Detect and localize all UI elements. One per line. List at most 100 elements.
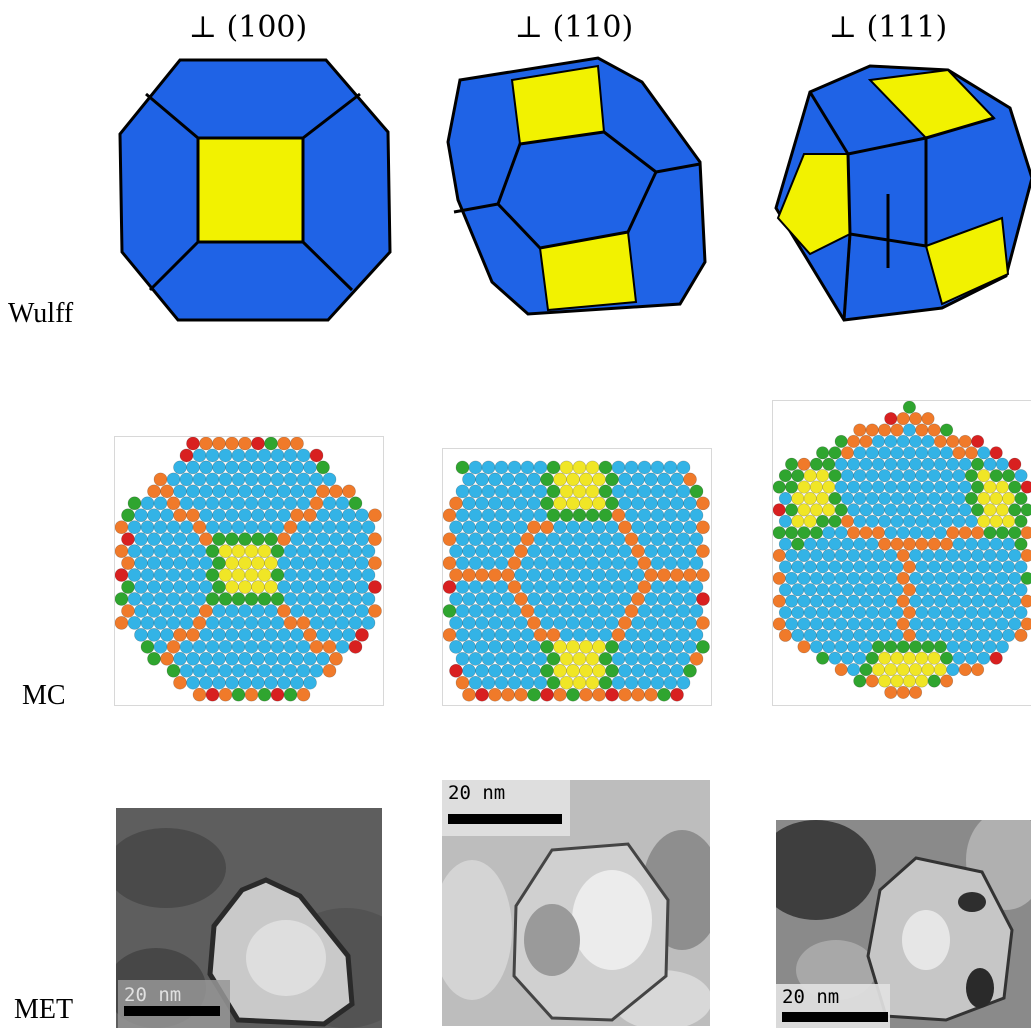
atom <box>834 663 848 677</box>
atom <box>115 616 129 630</box>
atom <box>657 568 671 582</box>
atom <box>1008 480 1022 494</box>
atom <box>443 532 457 547</box>
atom <box>816 537 830 551</box>
atom <box>238 532 252 546</box>
atom <box>773 549 786 563</box>
atom <box>205 663 220 678</box>
atom <box>225 675 239 690</box>
atom <box>933 526 947 540</box>
atom <box>1008 617 1022 631</box>
atom <box>915 514 929 528</box>
atom <box>238 628 252 642</box>
atom <box>303 580 317 594</box>
atom <box>277 532 291 546</box>
atom <box>166 496 181 511</box>
atom <box>871 663 885 677</box>
atom <box>921 412 935 426</box>
atom <box>468 484 483 499</box>
atom <box>468 580 483 594</box>
atom <box>921 549 935 563</box>
atom <box>670 616 684 630</box>
atom <box>153 592 168 606</box>
atom <box>572 628 587 642</box>
atom <box>546 580 561 594</box>
atom <box>257 687 272 702</box>
atom <box>871 434 885 448</box>
atom <box>605 640 619 654</box>
atom <box>840 560 854 574</box>
atom <box>283 448 298 463</box>
atom <box>958 457 972 471</box>
atom <box>1002 606 1016 620</box>
atom <box>488 568 502 582</box>
atom <box>859 434 873 448</box>
atom <box>329 651 343 666</box>
atom <box>475 592 489 606</box>
atom <box>225 508 239 523</box>
atom <box>663 556 678 570</box>
tem-image-111: 20 nm <box>776 820 1031 1028</box>
atom <box>585 484 600 499</box>
atom <box>140 520 155 535</box>
atom <box>989 537 1003 551</box>
atom <box>840 514 854 528</box>
atom <box>115 568 129 582</box>
atom <box>257 640 272 654</box>
atom <box>199 675 213 690</box>
atom <box>773 503 786 517</box>
atom <box>592 520 606 535</box>
atom <box>309 616 324 630</box>
atom <box>853 628 867 642</box>
atom <box>670 568 684 582</box>
atom <box>494 604 509 618</box>
atom <box>238 651 252 666</box>
atom <box>579 544 593 558</box>
atom <box>834 617 848 631</box>
atom <box>977 491 991 505</box>
atom <box>650 556 665 570</box>
atom <box>316 460 330 475</box>
atom <box>859 640 873 654</box>
atom <box>121 532 135 546</box>
atom <box>611 628 626 642</box>
atom <box>598 628 613 642</box>
atom <box>368 508 382 523</box>
atom <box>650 675 665 690</box>
atom <box>676 580 691 594</box>
atom <box>890 674 904 688</box>
atom <box>514 472 528 487</box>
atom <box>683 616 697 630</box>
atom <box>251 484 265 499</box>
atom <box>348 520 363 535</box>
atom <box>166 640 181 654</box>
atom <box>153 616 168 630</box>
atom <box>455 532 470 547</box>
atom <box>958 571 972 585</box>
atom <box>475 640 489 654</box>
atom <box>663 484 678 499</box>
atom <box>902 514 916 528</box>
atom <box>964 651 978 665</box>
atom <box>296 592 311 606</box>
atom <box>553 568 567 582</box>
atom <box>579 616 593 630</box>
atom <box>475 496 489 511</box>
atom <box>546 628 561 642</box>
atom <box>865 537 879 551</box>
atom <box>559 532 574 547</box>
atom <box>878 491 892 505</box>
atom <box>134 532 148 546</box>
atom <box>618 592 632 606</box>
atom <box>533 484 548 499</box>
atom <box>915 606 929 620</box>
atom <box>809 503 823 517</box>
atom <box>921 457 935 471</box>
atom <box>283 472 298 487</box>
atom <box>592 568 606 582</box>
row-label-mc: MC <box>22 680 66 711</box>
atom <box>481 604 496 618</box>
atom <box>676 508 691 523</box>
atom <box>546 460 561 475</box>
atom <box>579 520 593 535</box>
